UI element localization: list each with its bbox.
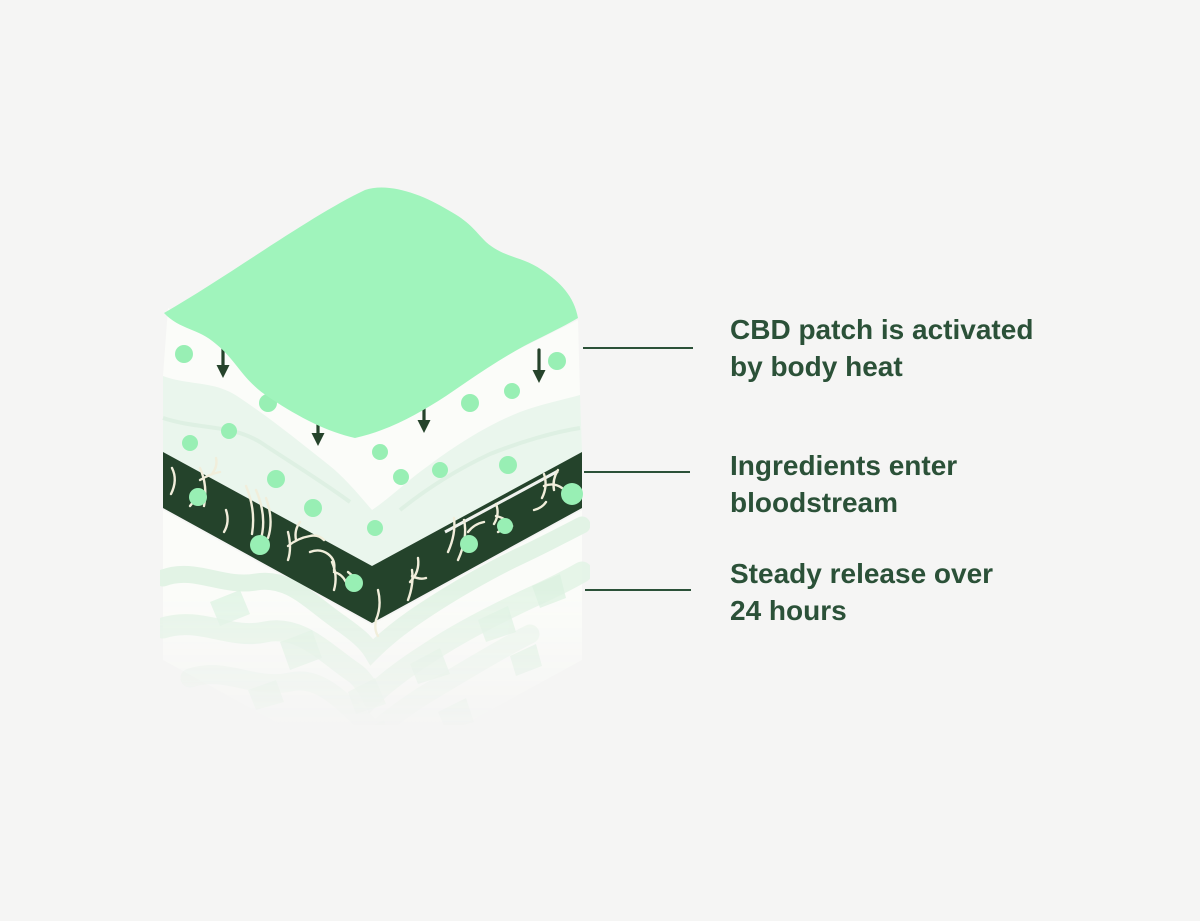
callout-text-line: Ingredients enter <box>730 450 958 481</box>
callout-text-line: 24 hours <box>730 595 847 626</box>
callout-text-activation: CBD patch is activated by body heat <box>730 311 1033 385</box>
cbd-patch-layer <box>164 187 578 438</box>
skin-layers-illustration <box>160 187 590 725</box>
callout-text-line: by body heat <box>730 351 903 382</box>
callout-text-bloodstream: Ingredients enter bloodstream <box>730 447 957 521</box>
cbd-particles <box>175 345 583 592</box>
callout-text-line: bloodstream <box>730 487 899 518</box>
callout-line-3 <box>585 589 691 591</box>
callout-text-release: Steady release over 24 hours <box>730 555 993 629</box>
down-arrow-icon <box>216 346 230 378</box>
callout-line-1 <box>583 347 693 349</box>
callout-text-line: CBD patch is activated <box>730 314 1034 345</box>
down-arrow-icon <box>532 348 546 383</box>
deep-tissue-layer <box>160 510 590 725</box>
tissue-shards <box>210 574 566 725</box>
callout-line-2 <box>584 471 690 473</box>
epidermis-layer <box>162 376 582 566</box>
callout-text-line: Steady release over <box>730 558 994 589</box>
